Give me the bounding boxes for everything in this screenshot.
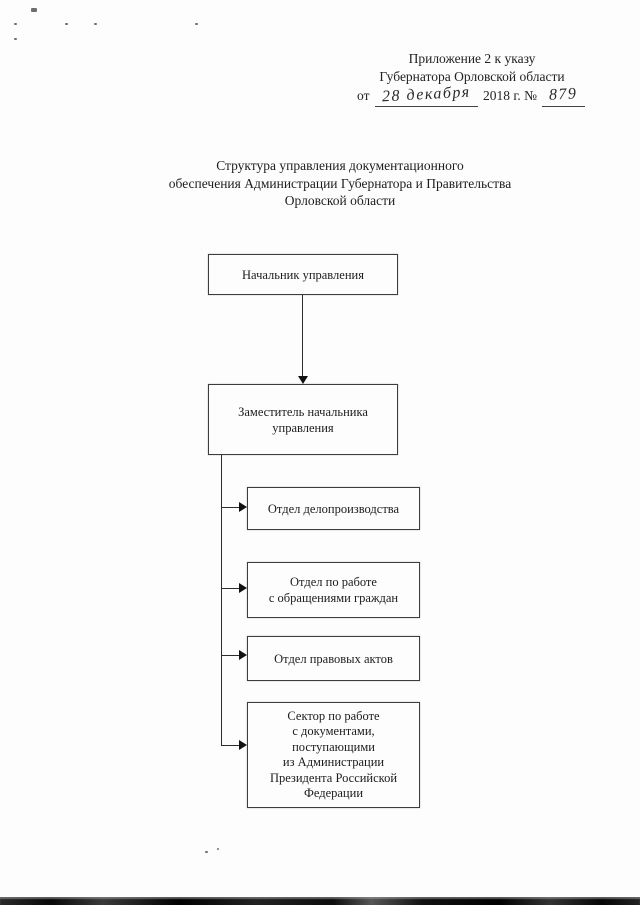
handwritten-decree-number: 879 [542, 85, 585, 107]
connector-spine [221, 455, 222, 746]
document-title: Структура управления документационного о… [168, 158, 512, 208]
connector-branch-appeals [222, 588, 240, 589]
appendix-line-2: Губернатора Орловской области [379, 68, 565, 84]
scan-speck [14, 38, 17, 40]
appendix-header: Приложение 2 к указу Губернатора Орловск… [346, 50, 598, 107]
arrowhead-right-icon [239, 583, 247, 593]
scan-artifact-bottom-edge [0, 897, 640, 905]
org-box-deputy-head: Заместитель начальника управления [208, 384, 398, 455]
appendix-line-1: Приложение 2 к указу [408, 51, 536, 66]
connector-branch-records [222, 507, 240, 508]
connector-branch-legal [222, 655, 240, 656]
arrowhead-right-icon [239, 502, 247, 512]
connector-head-to-deputy [302, 295, 303, 377]
appendix-line-3: от 28 декабря 2018 г. № 879 [346, 84, 598, 107]
scan-speck [65, 23, 68, 25]
scan-speck [14, 23, 17, 25]
org-box-citizens-appeals-department: Отдел по работе с обращениями граждан [247, 562, 420, 618]
scan-speck [31, 8, 37, 12]
org-box-presidential-documents-sector: Сектор по работе с документами, поступаю… [247, 702, 420, 808]
handwritten-date: 28 декабря [374, 84, 478, 107]
scan-speck [205, 851, 208, 853]
scan-speck [217, 848, 219, 850]
arrowhead-right-icon [239, 740, 247, 750]
date-prefix: от [357, 88, 370, 103]
connector-branch-sector [222, 745, 240, 746]
org-box-legal-acts-department: Отдел правовых актов [247, 636, 420, 681]
org-box-records-department: Отдел делопроизводства [247, 487, 420, 530]
arrowhead-right-icon [239, 650, 247, 660]
scan-speck [94, 23, 97, 25]
date-suffix: 2018 г. № [483, 88, 538, 103]
arrowhead-down-icon [298, 376, 308, 384]
org-box-head-of-directorate: Начальник управления [208, 254, 398, 295]
scan-speck [195, 23, 198, 25]
